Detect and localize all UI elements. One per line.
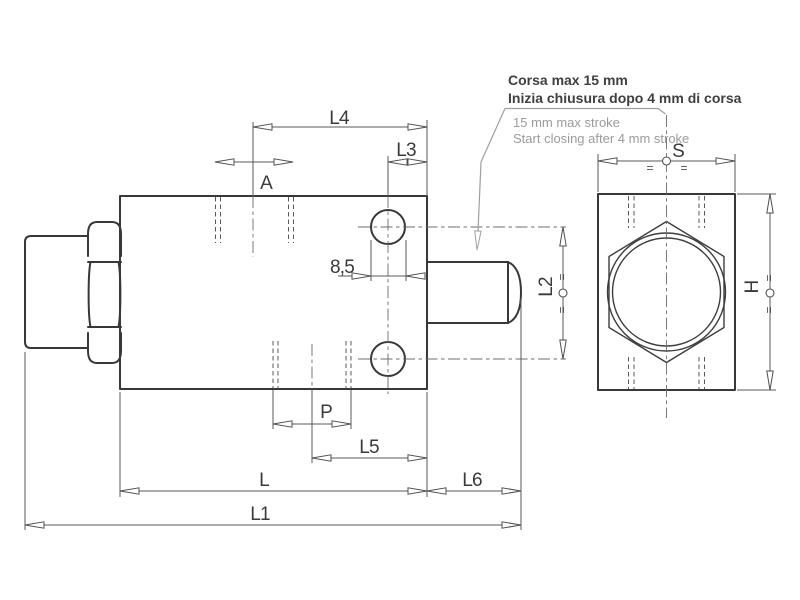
dim-label-l2: L2: [536, 277, 557, 297]
arrowhead: [597, 157, 618, 165]
dim-s: S = =: [597, 141, 736, 192]
leader-arrowhead: [474, 230, 482, 251]
arrowhead: [407, 454, 428, 462]
dimensions-main-view: L4 A L3 8,5: [24, 108, 569, 530]
end-view-hidden-lines: [628, 196, 705, 389]
dim-l4: L4: [252, 108, 428, 196]
port-a-hidden-lines: [215, 197, 294, 243]
dim-l2: L2 = =: [536, 226, 569, 360]
centering-symbol: [765, 288, 775, 298]
dim-hole-diameter: 8,5: [330, 240, 426, 281]
dim-l6: L6: [426, 298, 522, 530]
symmetry-mark: =: [646, 161, 653, 175]
arrowhead: [407, 123, 428, 131]
plunger-dome: [507, 261, 522, 324]
arrowhead: [252, 123, 273, 131]
dim-l5: L5: [311, 389, 428, 463]
annotation-secondary-line2: Start closing after 4 mm stroke: [513, 131, 689, 146]
arrowhead: [501, 521, 522, 529]
port-p-hidden-lines: [272, 341, 352, 388]
annotation-primary-line1: Corsa max 15 mm: [508, 72, 628, 88]
end-plug-outline: [24, 235, 89, 349]
arrowhead: [119, 487, 140, 495]
dim-l1: L1: [24, 352, 522, 530]
centering-symbol: [558, 288, 568, 298]
hex-nut-mid-right-arc: [117, 261, 122, 328]
dim-l3: L3: [387, 140, 428, 196]
dim-label-port-a: A: [260, 173, 273, 194]
arrowhead: [407, 487, 428, 495]
hex-nut-side-view: [87, 221, 122, 364]
dim-label-hole-diameter: 8,5: [330, 257, 354, 278]
dim-port-p: P: [272, 390, 352, 429]
symmetry-mark: =: [680, 161, 687, 175]
annotation-rule: [505, 107, 666, 115]
dim-label-h: H: [742, 280, 763, 293]
leader-line: [476, 108, 506, 249]
arrowhead: [351, 272, 372, 280]
arrowhead: [559, 226, 567, 247]
main-view: [24, 195, 566, 394]
arrowhead: [272, 420, 293, 428]
centerlines-main-view: [252, 196, 566, 394]
annotation-secondary-line1: 15 mm max stroke: [513, 115, 620, 130]
annotation-primary-line2: Inizia chiusura dopo 4 mm di corsa: [508, 90, 742, 106]
symmetry-mark: =: [762, 306, 776, 313]
arrowhead: [214, 158, 235, 166]
dim-label-s: S: [672, 141, 684, 162]
dim-port-a: A: [214, 158, 294, 194]
end-view: S = = H = =: [597, 115, 776, 418]
arrowhead: [501, 487, 522, 495]
arrowhead: [559, 339, 567, 360]
arrowhead: [426, 487, 447, 495]
dim-label-l6: L6: [462, 470, 482, 491]
arrowhead: [766, 193, 774, 214]
dim-h: H = =: [737, 193, 776, 391]
symmetry-mark: =: [555, 273, 569, 280]
arrowhead: [387, 158, 408, 166]
hex-nut-bottom-cap: [87, 332, 122, 364]
dim-l: L: [119, 392, 428, 497]
dim-label-port-p: P: [320, 402, 332, 423]
annotation-callout: Corsa max 15 mm Inizia chiusura dopo 4 m…: [474, 72, 742, 251]
dim-label-l: L: [259, 470, 269, 491]
dim-label-l5: L5: [359, 437, 379, 458]
arrowhead: [311, 454, 332, 462]
plunger: [426, 261, 522, 324]
arrowhead: [405, 272, 426, 280]
arrowhead: [331, 420, 352, 428]
dim-label-l4: L4: [329, 108, 350, 129]
arrowhead: [24, 521, 45, 529]
hex-nut-mid-left-arc: [87, 261, 92, 328]
dim-label-l1: L1: [250, 504, 270, 525]
symmetry-mark: =: [555, 306, 569, 313]
centering-symbol: [661, 156, 672, 166]
arrowhead: [273, 158, 294, 166]
hex-nut-top-cap: [87, 221, 122, 257]
symmetry-mark: =: [762, 274, 776, 281]
arrowhead: [766, 370, 774, 391]
dim-label-l3: L3: [396, 140, 416, 161]
arrowhead: [715, 157, 736, 165]
arrowhead: [407, 158, 428, 166]
